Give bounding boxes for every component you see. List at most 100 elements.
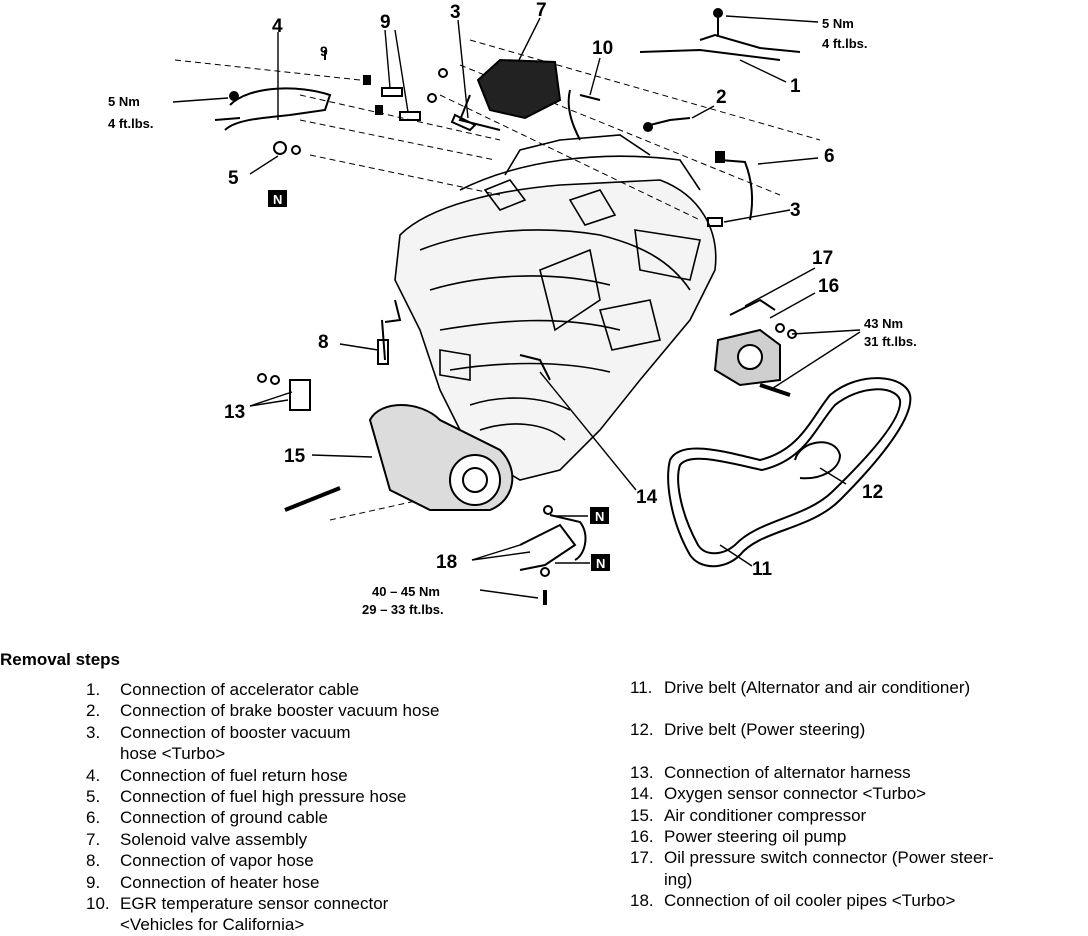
n-marker-box [268, 190, 287, 207]
list-item: 13. Connection of alternator harness [630, 762, 1088, 783]
list-item: 4. Connection of fuel return hose [86, 765, 556, 786]
step-number: 3. [86, 722, 101, 742]
callout-2: 2 [716, 87, 727, 108]
step-text: Connection of accelerator cable [120, 680, 360, 699]
n-marker-box [591, 554, 610, 571]
list-item: 12. Drive belt (Power steering) [630, 719, 1088, 740]
list-item: 3. Connection of booster vacuum [86, 722, 556, 743]
step-text: Connection of fuel return hose [120, 765, 348, 785]
list-item: 10. EGR temperature sensor connector [86, 893, 556, 914]
callout-11: 11 [752, 559, 773, 580]
torque-accelerator-ftlbs: 4 ft.lbs. [822, 36, 868, 51]
step-number: 6. [86, 808, 101, 828]
step-number: 1. [86, 680, 101, 699]
step-number [630, 869, 664, 890]
list-item: 6.Connection of ground cable [86, 807, 556, 828]
list-item: 14. Oxygen sensor connector <Turbo> [630, 783, 1088, 804]
step-number: 2. [86, 701, 101, 721]
callout-8: 8 [318, 332, 329, 353]
step-number: 14. [630, 784, 654, 804]
step-number: 17. [630, 848, 654, 868]
callout-numbers: 1 2 3 3 4 5 6 7 8 9 9 10 11 12 13 14 15 … [224, 0, 883, 580]
torque-fuel-ftlbs: 4 ft.lbs. [108, 116, 154, 131]
n-marker-box [590, 507, 609, 524]
removal-steps-title: Removal steps [0, 650, 120, 669]
step-text: Connection of booster vacuum [120, 722, 351, 742]
step-text: Drive belt (Alternator and air condition… [664, 678, 971, 697]
callout-9-small: 9 [320, 43, 328, 59]
step-text: <Vehicles for California> [120, 915, 305, 935]
step-text: Oxygen sensor connector <Turbo> [664, 784, 927, 804]
step-number [86, 743, 120, 764]
n-marker: N [273, 192, 282, 207]
list-item: 7. Solenoid valve assembly [86, 829, 556, 850]
step-text: Connection of heater hose [120, 872, 320, 892]
step-text: Connection of vapor hose [120, 851, 314, 871]
step-number: 13. [630, 762, 654, 782]
step-text: Oil pressure switch connector (Power ste… [664, 848, 994, 868]
engine-removal-diagram: 1 2 3 3 4 5 6 7 8 9 9 10 11 12 13 14 15 … [108, 0, 917, 617]
step-text: Drive belt (Power steering) [664, 720, 866, 740]
step-text: Solenoid valve assembly [120, 829, 308, 849]
list-item: ing) [630, 869, 1088, 890]
torque-cooler-nm: 40 – 45 Nm [372, 584, 440, 599]
step-text: EGR temperature sensor connector [120, 894, 389, 914]
step-number: 18. [630, 891, 654, 911]
callout-3-top: 3 [450, 2, 461, 23]
list-item: 15. Air conditioner compressor [630, 805, 1088, 826]
callout-14: 14 [636, 487, 658, 508]
step-number [86, 914, 120, 935]
step-number: 4. [86, 765, 101, 785]
callout-lines [172, 15, 861, 599]
list-item: 11. Drive belt (Alternator and air condit… [630, 677, 1088, 698]
callout-16: 16 [818, 276, 839, 297]
torque-accelerator-nm: 5 Nm [822, 16, 854, 31]
callout-12: 12 [862, 482, 883, 503]
step-number: 10. [86, 894, 110, 914]
removal-steps-right: 11. Drive belt (Alternator and air condit… [630, 677, 1088, 912]
step-text: Connection of oil cooler pipes <Turbo> [664, 891, 956, 911]
list-item: 1. Connection of accelerator cable [86, 679, 556, 700]
list-item: 8.Connection of vapor hose [86, 850, 556, 871]
step-text: hose <Turbo> [120, 744, 226, 764]
callout-9: 9 [380, 12, 391, 33]
step-number: 5. [86, 787, 101, 807]
leader-lines [174, 39, 821, 521]
step-text: Connection of fuel high pressure hose [120, 787, 407, 807]
callout-7: 7 [536, 0, 547, 21]
step-text: Air conditioner compressor [664, 805, 867, 825]
step-number: 16. [630, 827, 654, 847]
list-item: 17. Oil pressure switch connector (Power … [630, 847, 1088, 868]
list-spacer [630, 698, 1088, 719]
step-number: 7. [86, 829, 101, 849]
callout-6: 6 [824, 146, 835, 167]
callout-5: 5 [228, 168, 239, 189]
callout-10: 10 [592, 38, 613, 59]
n-marker: N [596, 556, 605, 571]
callout-4: 4 [272, 16, 283, 37]
torque-pump-ftlbs: 31 ft.lbs. [864, 334, 917, 349]
step-number: 15. [630, 805, 654, 825]
list-spacer [630, 741, 1088, 762]
torque-pump-nm: 43 Nm [864, 316, 903, 331]
removal-steps-left: 1. Connection of accelerator cable 2. Conn… [86, 679, 556, 936]
callout-3-right: 3 [790, 200, 801, 221]
step-number: 12. [630, 720, 654, 740]
callout-18: 18 [436, 552, 457, 573]
n-markers: N N N [268, 190, 610, 571]
step-text: Connection of alternator harness [664, 762, 911, 782]
list-item: 16. Power steering oil pump [630, 826, 1088, 847]
callout-13: 13 [224, 402, 245, 423]
list-item: 2. Connection of brake booster vacuum hos… [86, 700, 556, 721]
callout-1: 1 [790, 76, 801, 97]
step-text: Power steering oil pump [664, 827, 847, 847]
part-sketches [214, 8, 912, 605]
step-number: 11. [630, 678, 653, 697]
n-marker: N [595, 509, 604, 524]
torque-fuel-nm: 5 Nm [108, 94, 140, 109]
step-text: ing) [664, 869, 693, 889]
callout-15: 15 [284, 446, 306, 467]
callout-17: 17 [812, 248, 833, 269]
torque-specs: 5 Nm 4 ft.lbs. 5 Nm 4 ft.lbs. 43 Nm 31 f… [108, 16, 917, 617]
step-text: Connection of brake booster vacuum hose [120, 701, 440, 721]
